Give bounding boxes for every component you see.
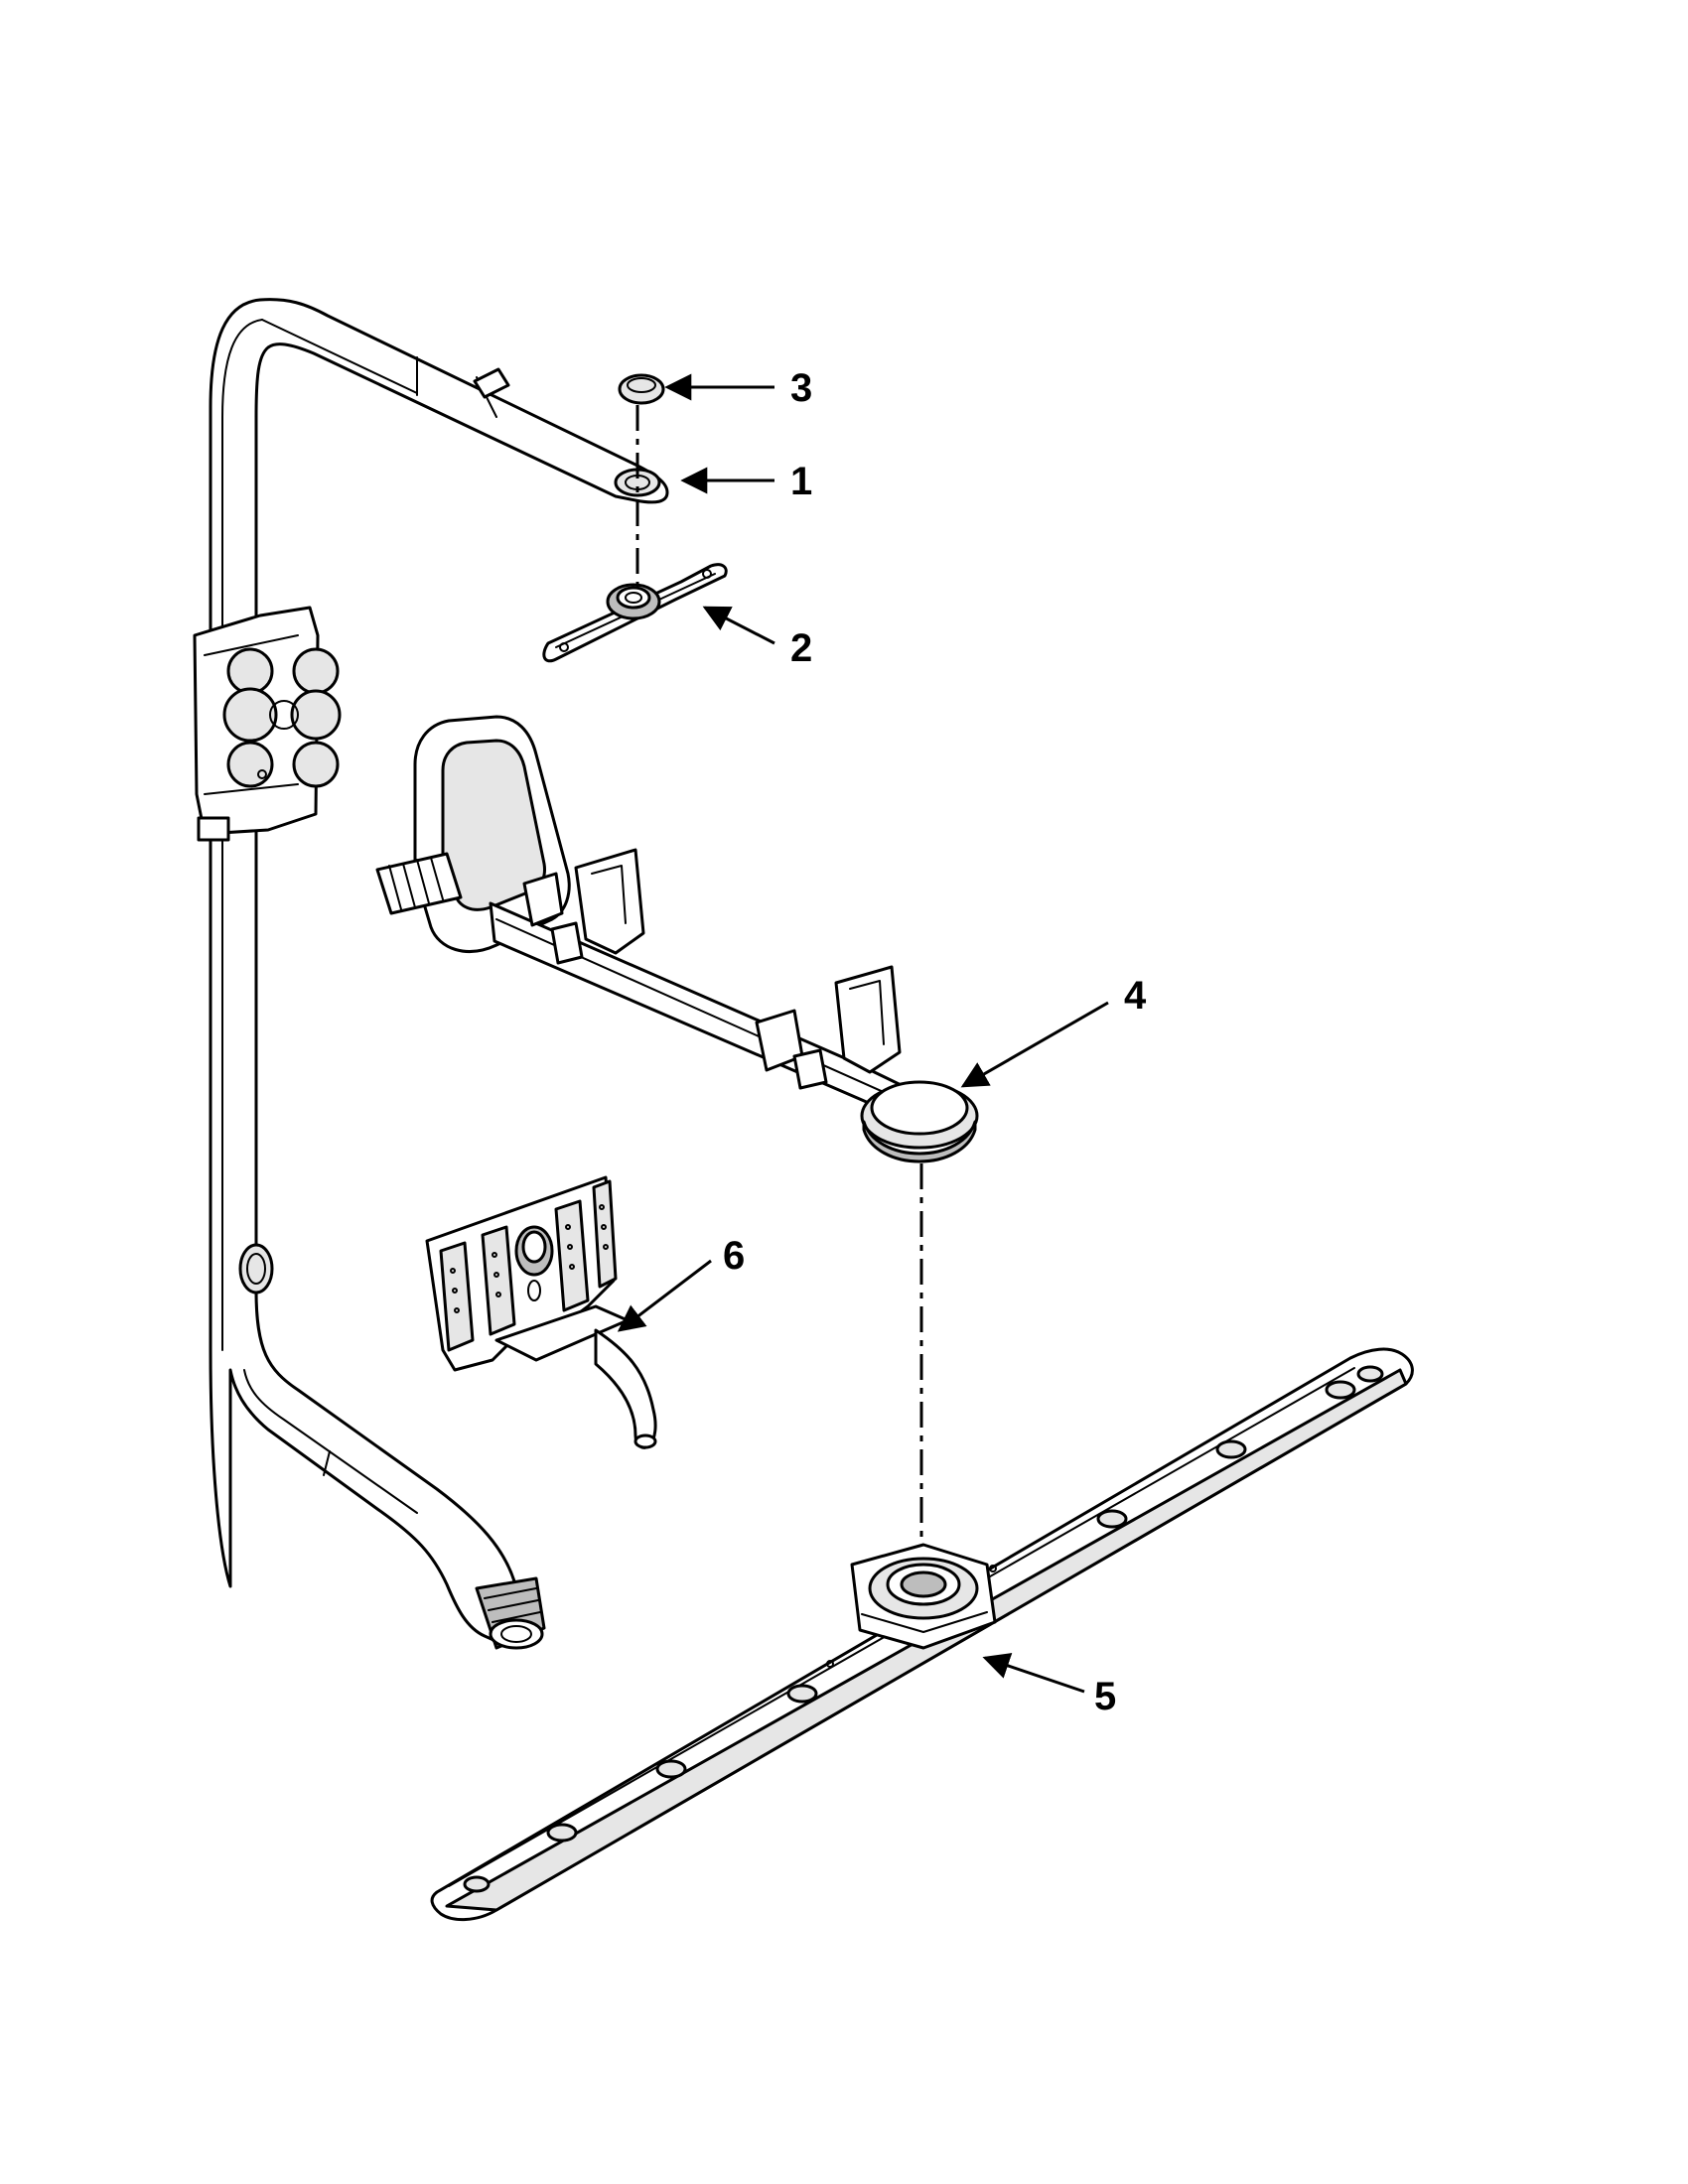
callout-label-4: 4 [1124,974,1147,1018]
callout-label-3: 3 [790,366,812,410]
leader-5 [982,1653,1085,1694]
part-3-cap [618,373,665,405]
leader-6 [617,1259,712,1332]
part-6-wash-nozzle [425,1175,657,1449]
callout-label-1: 1 [790,460,812,503]
mounting-bracket-part [193,606,342,842]
callout-leaders [617,373,1109,1694]
part-2-spray-mount [542,563,728,663]
supply-tube-part [209,298,669,1650]
part-5-lower-spray-arm [430,1347,1414,1921]
leader-4 [960,1001,1109,1088]
part-4-spray-manifold [375,715,979,1163]
callout-label-6: 6 [723,1234,745,1278]
callout-label-2: 2 [790,626,812,670]
callout-label-5: 5 [1094,1675,1116,1718]
callout-labels: 3 1 2 4 6 5 [723,366,1147,1718]
leader-2 [702,606,775,645]
